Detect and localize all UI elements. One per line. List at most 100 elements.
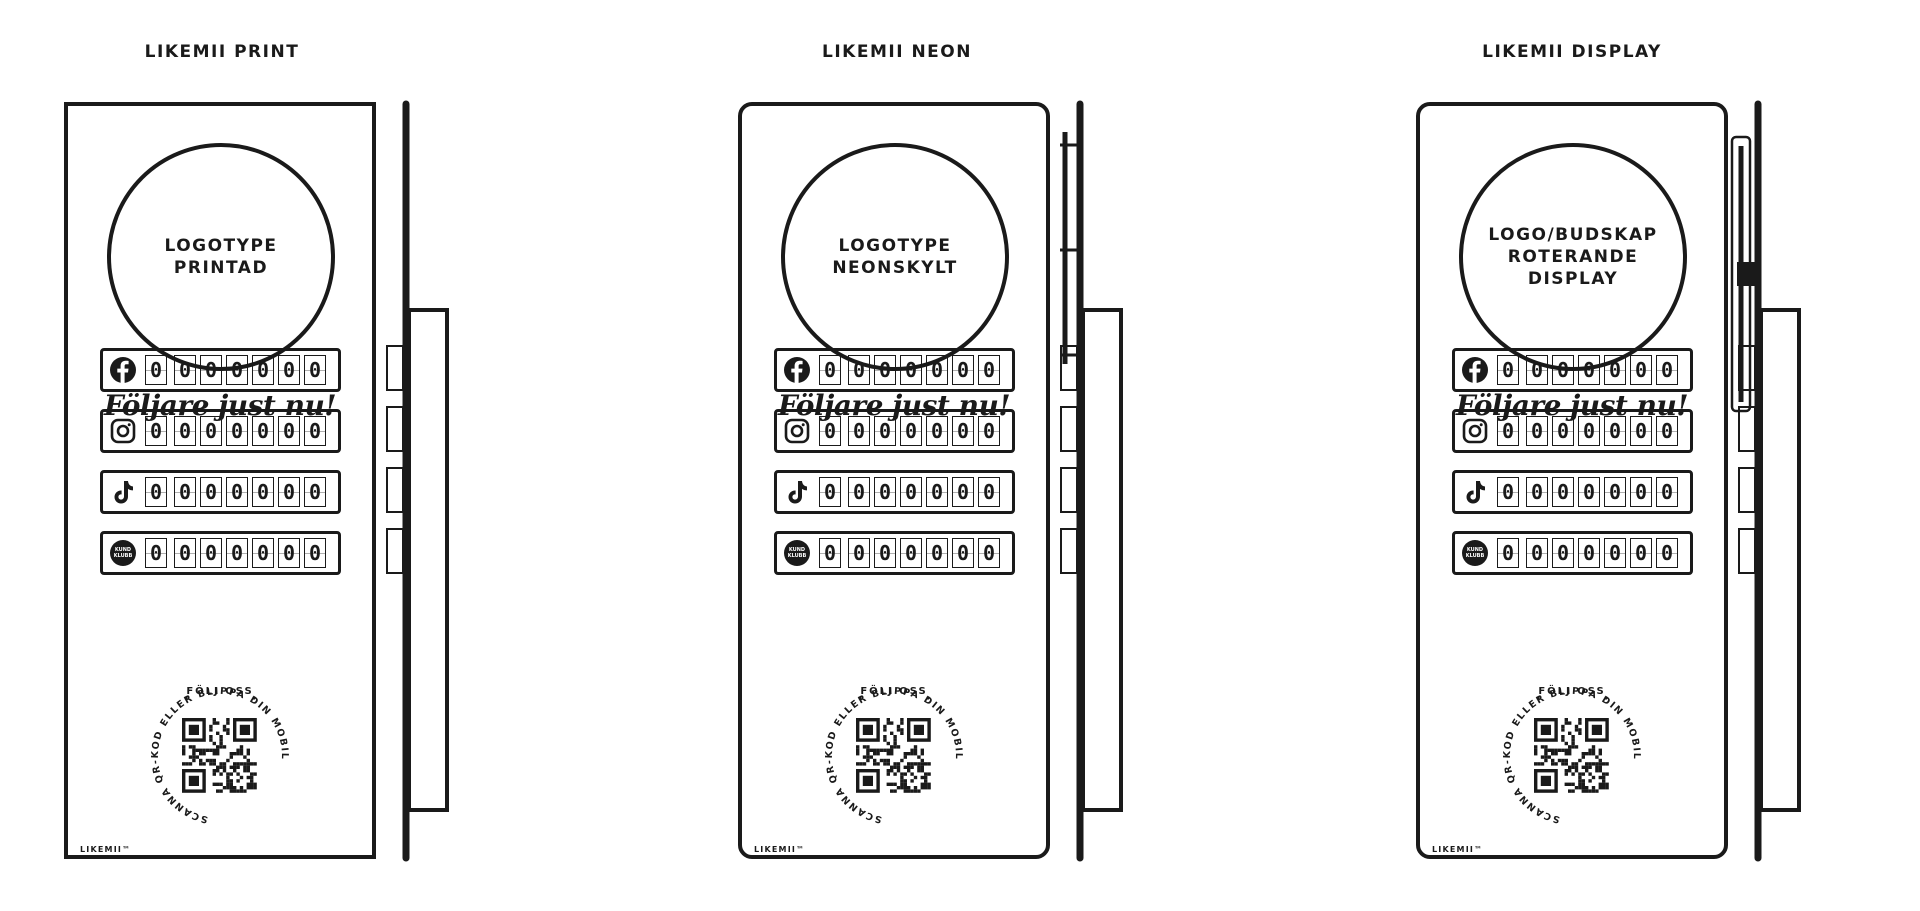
counter-digit: 0 xyxy=(226,416,248,446)
side-view-display xyxy=(1730,100,1801,862)
counter-digit: 0 xyxy=(978,477,1000,507)
counter-digit: 0 xyxy=(278,416,300,446)
facebook-icon xyxy=(110,357,136,383)
counter-digit: 0 xyxy=(278,355,300,385)
counter-digit: 0 xyxy=(200,416,222,446)
ring-dot xyxy=(1536,696,1540,700)
qr-code-icon xyxy=(856,718,931,793)
counter-module-side xyxy=(1738,467,1756,513)
counter-digit: 0 xyxy=(1604,538,1626,568)
counter-digit: 0 xyxy=(174,355,196,385)
counter-digit: 0 xyxy=(1656,477,1678,507)
counter-digit: 0 xyxy=(1630,355,1652,385)
counter-digit: 0 xyxy=(978,416,1000,446)
counter-digit: 0 xyxy=(819,355,841,385)
counter-icon-wrap xyxy=(1461,478,1489,506)
counter-digit: 0 xyxy=(1604,416,1626,446)
counter-digit: 0 xyxy=(304,416,326,446)
counter-digit: 0 xyxy=(1578,416,1600,446)
display-hub xyxy=(1737,262,1755,286)
counter-digit: 0 xyxy=(952,538,974,568)
counter-digit: 0 xyxy=(952,355,974,385)
counter-digit: 0 xyxy=(848,355,870,385)
counter-module-side xyxy=(1060,406,1078,452)
instagram-icon xyxy=(1462,418,1488,444)
counter-digit: 0 xyxy=(874,355,896,385)
counter-digit: 0 xyxy=(1578,477,1600,507)
counter-digit: 0 xyxy=(1526,538,1548,568)
counter-digit: 0 xyxy=(1526,355,1548,385)
counter-digit: 0 xyxy=(848,538,870,568)
wall-bracket xyxy=(407,308,449,812)
counter-digit: 0 xyxy=(1578,538,1600,568)
counter-digit: 0 xyxy=(252,477,274,507)
counter-digit: 0 xyxy=(900,477,922,507)
tiktok-icon xyxy=(1466,481,1485,504)
brand-logo: LIKEMII™ xyxy=(754,845,806,854)
counter-digit: 0 xyxy=(900,538,922,568)
side-view-print xyxy=(386,100,449,862)
counter-digit: 0 xyxy=(1552,355,1574,385)
counter-module-side xyxy=(1738,528,1756,574)
counter-digit: 0 xyxy=(1630,477,1652,507)
counter-icon-wrap xyxy=(1461,417,1489,445)
instagram-icon xyxy=(784,418,810,444)
counter-digit: 0 xyxy=(900,355,922,385)
facebook-icon xyxy=(1462,357,1488,383)
brand-logo: LIKEMII™ xyxy=(80,845,132,854)
ring-dot xyxy=(184,696,188,700)
qr-code-icon xyxy=(182,718,257,793)
counter-digit: 0 xyxy=(200,355,222,385)
counter-digit: 0 xyxy=(1552,477,1574,507)
counter-digit: 0 xyxy=(926,477,948,507)
counter-icon-wrap xyxy=(109,417,137,445)
counter-icon-wrap xyxy=(109,478,137,506)
brand-logo: LIKEMII™ xyxy=(1432,845,1484,854)
counter-digit: 0 xyxy=(1497,538,1519,568)
counter-digit: 0 xyxy=(1656,355,1678,385)
wall-bracket xyxy=(1081,308,1123,812)
variant-title: LIKEMII PRINT xyxy=(144,42,300,62)
counter-digit: 0 xyxy=(1656,416,1678,446)
counter-digit: 0 xyxy=(1552,538,1574,568)
qr-top-text: FÖLJ OSS xyxy=(1538,683,1605,697)
counter-digit: 0 xyxy=(252,416,274,446)
ring-dot xyxy=(858,696,862,700)
counter-digit: 0 xyxy=(1497,416,1519,446)
logo-placeholder-text: LOGOTYPE PRINTAD xyxy=(164,236,278,278)
counter-module-side xyxy=(1060,528,1078,574)
counter-digit: 0 xyxy=(278,538,300,568)
logo-placeholder-text: LOGOTYPE NEONSKYLT xyxy=(832,236,958,278)
counter-digit: 0 xyxy=(926,416,948,446)
counter-digit: 0 xyxy=(900,416,922,446)
counter-icon-wrap xyxy=(1461,356,1489,384)
counter-icon-wrap: KUND KLUBB xyxy=(783,539,811,567)
qr-top-text: FÖLJ OSS xyxy=(860,683,927,697)
counter-digit: 0 xyxy=(1578,355,1600,385)
counter-digit: 0 xyxy=(1497,355,1519,385)
counter-digit: 0 xyxy=(1526,416,1548,446)
counter-module-side xyxy=(1060,345,1078,391)
counter-icon-wrap: KUND KLUBB xyxy=(1461,539,1489,567)
counter-digit: 0 xyxy=(174,538,196,568)
counter-digit: 0 xyxy=(145,416,167,446)
logo-placeholder-text: LOGO/BUDSKAP ROTERANDE DISPLAY xyxy=(1488,225,1658,289)
counter-digit: 0 xyxy=(252,538,274,568)
counter-digit: 0 xyxy=(200,477,222,507)
counter-digit: 0 xyxy=(174,416,196,446)
